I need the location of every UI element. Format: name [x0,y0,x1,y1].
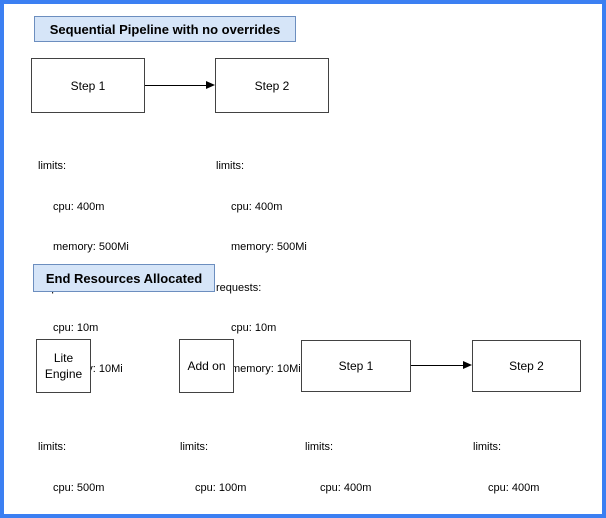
arrow-shaft [411,365,464,366]
resource-line: limits: [180,441,209,453]
resource-block-step2-top: limits: cpu: 400m memory: 500Mi requests… [216,133,307,403]
resource-line: limits: [216,160,245,172]
node-step2-bottom: Step 2 [472,340,581,392]
resource-line: requests: [216,281,262,294]
node-step1-bottom-label: Step 1 [338,359,374,373]
resource-line: limits: [473,441,502,453]
node-lite-engine-label: Lite Engine [44,351,83,381]
resource-line: limits: [38,441,67,453]
node-add-on-label: Add on [187,359,226,373]
resource-block-step1-bottom: limits: cpu: 400m memory: 500Mi requests… [305,414,396,514]
resource-block-step2-bottom: limits: cpu: 400m memory: 500Mi requests… [473,414,564,514]
arrow-head-icon [463,361,472,369]
arrow-shaft [145,85,207,86]
resource-block-lite-engine: limits: cpu: 500m memory: 600Mi requests… [38,414,129,514]
node-step2-top: Step 2 [215,58,329,113]
resource-line: cpu: 10m [231,322,277,334]
resource-line: cpu: 10m [53,322,99,334]
resource-line: cpu: 500m [53,481,105,494]
resource-line: memory: 10Mi [231,362,301,375]
resource-line: cpu: 400m [53,200,105,213]
node-step1-top: Step 1 [31,58,145,113]
arrow-step1-to-step2-bottom [411,361,472,371]
arrow-step1-to-step2-top [145,81,215,91]
node-lite-engine: Lite Engine [36,339,91,393]
node-step1-top-label: Step 1 [70,78,106,93]
node-step1-bottom: Step 1 [301,340,411,392]
resource-line: cpu: 400m [488,481,540,494]
resource-block-add-on: limits: cpu: 100m memory: 100Mi requests… [180,414,271,514]
resource-line: limits: [305,441,334,453]
node-add-on: Add on [179,339,234,393]
node-step2-bottom-label: Step 2 [509,359,544,373]
resource-line: memory: 500Mi [231,241,307,253]
resource-line: cpu: 400m [231,200,283,213]
section2-title: End Resources Allocated [33,264,215,292]
resource-line: cpu: 100m [195,481,247,494]
resource-line: memory: 500Mi [53,241,129,253]
node-step2-top-label: Step 2 [254,78,290,93]
resource-line: limits: [38,160,67,172]
resource-line: cpu: 400m [320,481,372,494]
section1-title: Sequential Pipeline with no overrides [34,16,296,42]
arrow-head-icon [206,81,215,89]
